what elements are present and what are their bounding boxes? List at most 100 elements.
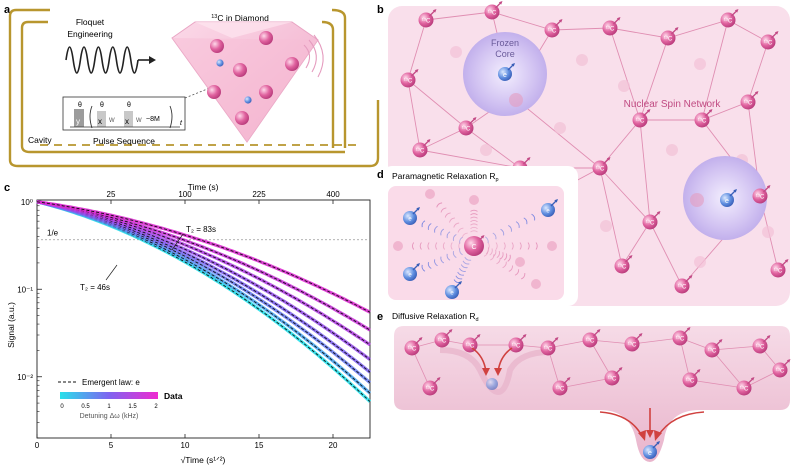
c13-label: 13C — [676, 335, 685, 343]
c13-label: 13C — [512, 342, 521, 350]
diffusion-network: 13C 13C 13C 13C 13C 13C 13C 13C 13C 13C 13C 13C 13C 1… — [403, 326, 792, 397]
colorbar-tick: 1.5 — [128, 404, 137, 410]
colorbar-tick: 0.5 — [81, 404, 90, 410]
engineering-label: Engineering — [67, 29, 113, 39]
x-tick-label: 5 — [109, 441, 114, 450]
c13-diamond-label: 13C in Diamond — [211, 13, 269, 23]
c13-label: 13C — [422, 17, 431, 25]
c13-nucleus: 13C — [751, 184, 772, 205]
c13-label: 13C — [466, 342, 475, 350]
sink-electron-1 — [486, 378, 498, 390]
svg-text:~8M: ~8M — [146, 116, 160, 123]
paramagnetic-ray — [469, 195, 479, 233]
c13-nucleus: 13C — [681, 368, 702, 389]
paramagnetic-ray — [483, 250, 541, 289]
c13-label: 13C — [544, 345, 553, 353]
c13-nucleus: 13C — [591, 156, 612, 177]
c13-label: 13C — [416, 147, 425, 155]
c13-label: 13C — [756, 193, 765, 201]
c13-label: 13C — [744, 99, 753, 107]
c13-label: 13C — [608, 375, 617, 383]
panel-letter-a: a — [4, 4, 11, 16]
c13-label: 13C — [606, 25, 615, 33]
cavity-label: Cavity — [28, 135, 52, 145]
x-tick-label: 10 — [181, 441, 190, 450]
svg-text:x: x — [98, 117, 102, 126]
c13-label: 13C — [548, 27, 557, 35]
c13-label: 13C — [740, 385, 749, 393]
c13-nucleus: 13C — [603, 366, 624, 387]
diamond-nuclei — [207, 31, 299, 125]
svg-text:W: W — [109, 118, 115, 124]
c13-label: 13C — [596, 165, 605, 173]
frozen-core: Frozen Core e — [463, 32, 547, 116]
top-tick-label: 225 — [252, 190, 266, 199]
pulse-sequence-label: Pulse Sequence — [93, 136, 155, 146]
colorbar-tick: 2 — [154, 404, 158, 410]
colorbar-tick: 0 — [60, 404, 64, 410]
svg-text:e: e — [408, 273, 412, 279]
c13-label: 13C — [756, 343, 765, 351]
c13-nucleus: 13C — [457, 116, 478, 137]
paramagnetic-center: C — [464, 234, 486, 256]
svg-text:t: t — [180, 120, 183, 127]
paramagnetic-ray — [425, 189, 468, 238]
floquet-label: Floquet — [76, 17, 105, 27]
panel-letter-b: b — [377, 4, 384, 16]
c13-nucleus: 13C — [641, 210, 662, 231]
c13-nucleus: 13C — [693, 108, 714, 129]
c13-nucleus: 13C — [613, 254, 634, 275]
c13-nucleus: 13C — [461, 333, 482, 354]
c13-label: 13C — [586, 337, 595, 345]
c13-label: 13C — [628, 341, 637, 349]
colorbar-label: Detuning Δω (kHz) — [80, 413, 139, 420]
svg-text:y: y — [76, 117, 80, 126]
svg-text:C: C — [471, 244, 476, 251]
panel-a: a Cavity Floquet Engineering θ y θ — [4, 4, 380, 168]
one-over-e-label: 1/e — [47, 229, 59, 238]
svg-text:Frozen: Frozen — [491, 38, 519, 48]
y-axis-label: Signal (a.u.) — [6, 302, 16, 348]
svg-text:θ: θ — [78, 102, 82, 109]
c13-label: 13C — [698, 117, 707, 125]
c13-label: 13C — [678, 283, 687, 291]
panel-letter-e: e — [377, 311, 383, 323]
svg-text:θ: θ — [127, 102, 131, 109]
c13-label: 13C — [404, 77, 413, 85]
svg-text:e: e — [725, 198, 729, 205]
svg-text:Core: Core — [495, 49, 515, 59]
top-tick-label: 100 — [178, 190, 192, 199]
c13-nucleus: 13C — [751, 334, 772, 355]
c13-label: 13C — [724, 17, 733, 25]
x-tick-label: 0 — [35, 441, 40, 450]
c13-nucleus: 13C — [623, 332, 644, 353]
c13-nucleus: 13C — [759, 30, 780, 51]
fit-line — [36, 201, 371, 402]
svg-text:e: e — [648, 450, 652, 457]
c13-nucleus: 13C — [403, 336, 424, 357]
c13-nucleus: 13C — [671, 326, 692, 347]
y-tick-label: 10⁻¹ — [17, 285, 33, 294]
c13-label: 13C — [776, 367, 785, 375]
c13-label: 13C — [708, 347, 717, 355]
c13-label: 13C — [426, 385, 435, 393]
annotation-t2-83: T₂ = 83s — [186, 225, 216, 234]
panel-letter-d: d — [377, 169, 384, 181]
x-tick-label: 15 — [255, 441, 264, 450]
c13-label: 13C — [686, 377, 695, 385]
svg-text:W: W — [136, 118, 142, 124]
svg-text:e: e — [408, 217, 412, 223]
floquet-wave — [65, 46, 139, 74]
c13-nucleus: 13C — [411, 138, 432, 159]
c13-nucleus: 13C — [543, 18, 564, 39]
c13-label: 13C — [664, 35, 673, 43]
c13-nucleus: 13C — [673, 274, 694, 295]
diamond — [171, 21, 319, 143]
c13-nucleus: 13C — [507, 333, 528, 354]
c13-nucleus: 13C — [631, 108, 652, 129]
c13-nucleus: 13C — [421, 376, 442, 397]
